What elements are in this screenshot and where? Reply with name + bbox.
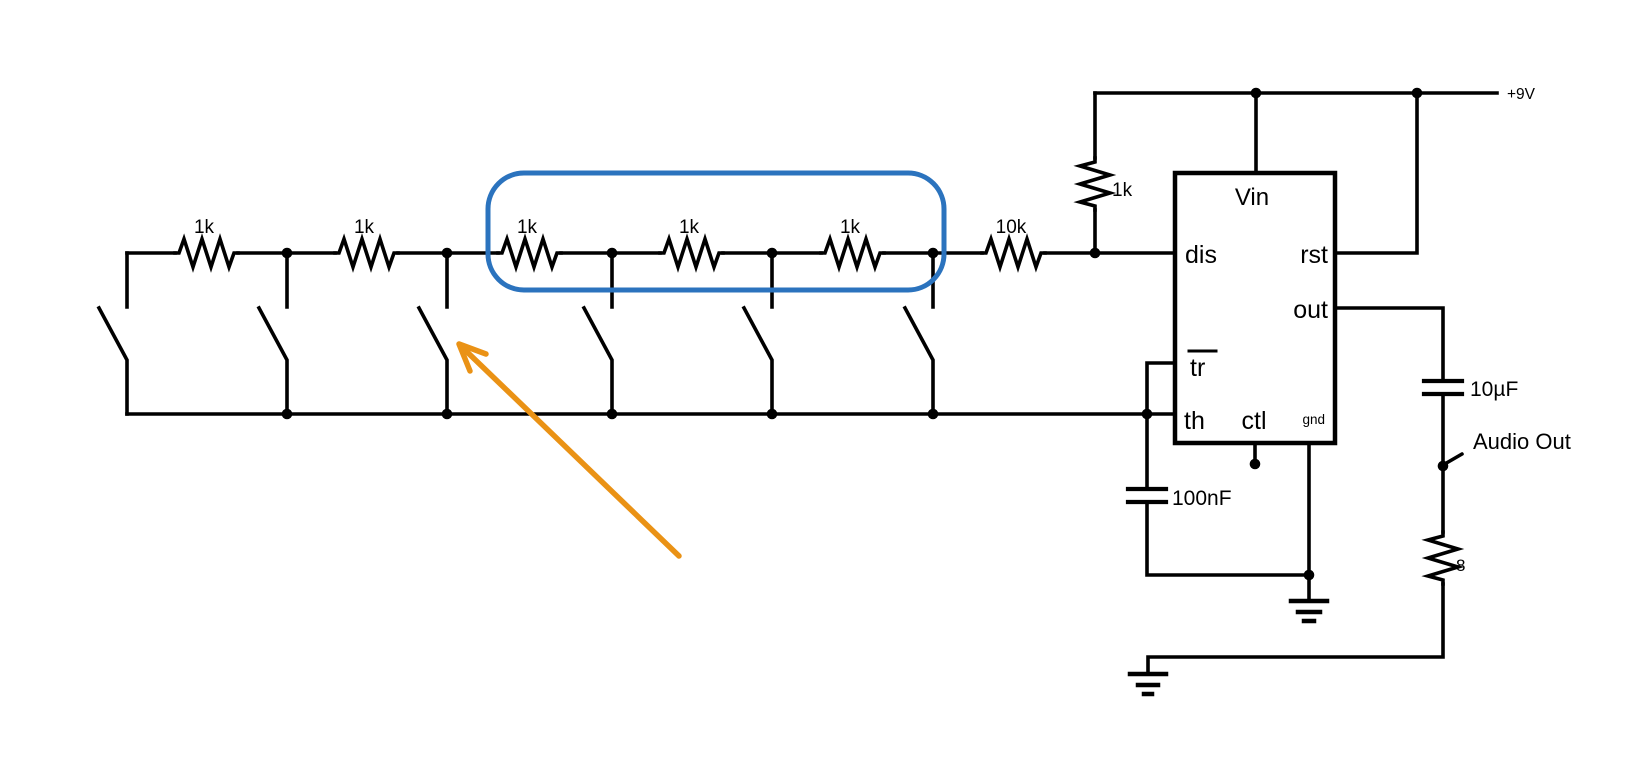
pin-label-vin: Vin bbox=[1235, 184, 1269, 211]
keyboard-resistor-4-zigzag bbox=[658, 233, 725, 273]
key-switch-3 bbox=[416, 251, 449, 416]
pin-label-tr: tr bbox=[1190, 354, 1205, 382]
series-resistor-10k-zigzag bbox=[980, 233, 1047, 273]
keyboard-resistor-3-label: 1k bbox=[517, 217, 538, 238]
keyboard-resistor-3-zigzag bbox=[496, 233, 563, 273]
pin-label-ctl: ctl bbox=[1242, 407, 1267, 435]
keyboard-resistor-5-zigzag bbox=[819, 233, 886, 273]
junction-dot-9 bbox=[606, 408, 618, 420]
junction-dot-17 bbox=[1437, 460, 1449, 472]
ground-symbol-output bbox=[1127, 671, 1169, 697]
timing-capacitor-lead-bottom bbox=[1145, 500, 1311, 577]
junction-dot-4 bbox=[766, 247, 778, 259]
pin-label-dis: dis bbox=[1185, 241, 1217, 269]
junction-dot-1 bbox=[281, 247, 293, 259]
series-resistor-10k-label: 10k bbox=[996, 217, 1027, 238]
junction-dots bbox=[281, 87, 1449, 581]
keyboard-resistor-1-zigzag bbox=[173, 233, 240, 273]
timing-capacitor-plates bbox=[1125, 486, 1169, 505]
pullup-resistor-label: 1k bbox=[1112, 180, 1133, 201]
load-resistor-label: 8 bbox=[1456, 556, 1465, 575]
junction-dot-14 bbox=[1411, 87, 1423, 99]
annotation-arrow bbox=[456, 341, 682, 559]
junction-dot-10 bbox=[766, 408, 778, 420]
junction-dot-8 bbox=[441, 408, 453, 420]
pin-label-rst: rst bbox=[1300, 241, 1328, 269]
supply-label: +9V bbox=[1507, 86, 1536, 103]
trigger-link-wire bbox=[1145, 361, 1177, 416]
key-switch-1 bbox=[96, 251, 129, 416]
rst-wire bbox=[1333, 91, 1419, 255]
resistor-labels: 1k 1k 1k 1k 1k 10k bbox=[194, 217, 1027, 238]
coupling-capacitor-plates bbox=[1421, 378, 1465, 397]
junction-dot-15 bbox=[1303, 569, 1315, 581]
junction-dot-3 bbox=[606, 247, 618, 259]
timing-capacitor-label: 100nF bbox=[1172, 487, 1232, 510]
wires bbox=[96, 91, 1499, 697]
arrow-shaft bbox=[461, 346, 682, 559]
pullup-resistor-zigzag bbox=[1073, 156, 1117, 212]
arrow-head bbox=[456, 341, 489, 374]
pin-label-gnd: gnd bbox=[1302, 412, 1325, 427]
load-resistor-zigzag bbox=[1421, 530, 1465, 586]
coupling-capacitor-label: 10µF bbox=[1470, 378, 1518, 401]
junction-dot-12 bbox=[1141, 408, 1153, 420]
ground-symbol-chip bbox=[1288, 598, 1330, 624]
keyboard-resistor-2-label: 1k bbox=[354, 217, 375, 238]
load-resistor-return-wire bbox=[1146, 582, 1445, 676]
junction-dot-16 bbox=[1249, 458, 1261, 470]
timer-555-body bbox=[1172, 170, 1338, 446]
pin-label-th: th bbox=[1184, 407, 1205, 435]
key-switch-6 bbox=[902, 251, 935, 416]
key-switch-2 bbox=[256, 251, 289, 416]
pin-label-out: out bbox=[1293, 296, 1328, 324]
junction-dot-11 bbox=[927, 408, 939, 420]
junction-dot-13 bbox=[1250, 87, 1262, 99]
junction-dot-7 bbox=[281, 408, 293, 420]
keyboard-resistor-5-label: 1k bbox=[840, 217, 861, 238]
junction-dot-2 bbox=[441, 247, 453, 259]
keyboard-resistor-1-label: 1k bbox=[194, 217, 215, 238]
keyboard-section bbox=[96, 233, 1047, 416]
key-switch-5 bbox=[741, 251, 774, 416]
out-wire bbox=[1333, 306, 1445, 383]
key-switch-4 bbox=[581, 251, 614, 416]
keyboard-resistor-4-label: 1k bbox=[679, 217, 700, 238]
junction-dot-5 bbox=[927, 247, 939, 259]
highlight-box bbox=[485, 170, 947, 293]
keyboard-resistor-2-zigzag bbox=[333, 233, 400, 273]
junction-dot-6 bbox=[1089, 247, 1101, 259]
audio-out-label: Audio Out bbox=[1473, 429, 1571, 454]
